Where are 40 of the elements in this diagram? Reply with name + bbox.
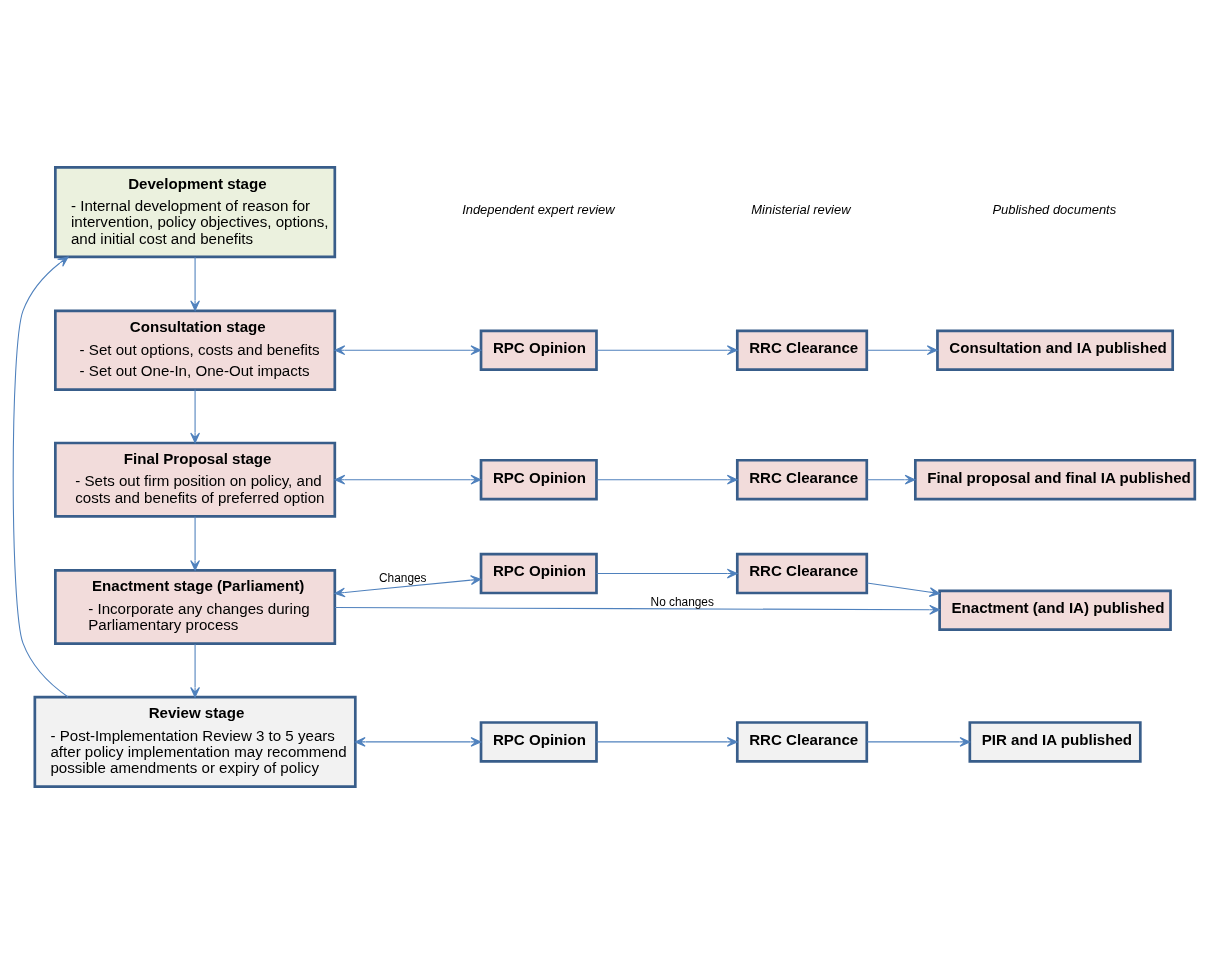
label: Independent expert review [462, 201, 615, 217]
node-box: Consultation and IA published [936, 328, 1175, 371]
node-box: Consultation stage - Set out options, costs and benefits - Set out One-In, One-Out impacts [54, 308, 337, 391]
node-box: RPC Opinion [479, 552, 598, 594]
arrow [334, 604, 940, 615]
node-box: Enactment stage (Parliament) - Incorporate any changes during Parliamentary process [54, 568, 337, 645]
arrow [190, 256, 200, 311]
arrow [595, 736, 738, 747]
node-box: PIR and IA published [968, 720, 1142, 763]
arrow [354, 736, 482, 747]
arrow [334, 474, 482, 485]
arrow [595, 474, 738, 485]
arrow [190, 515, 200, 571]
edge-label: No changes [650, 594, 714, 609]
arrow [595, 344, 738, 355]
node-box: Final Proposal stage - Sets out firm position on policy, and costs and benefits of preferred option [54, 441, 337, 518]
node-box: RPC Opinion [479, 720, 598, 763]
arrow [334, 574, 482, 597]
arrow [334, 344, 482, 355]
node-box: RPC Opinion [479, 458, 598, 500]
node-box: RRC Clearance [735, 328, 869, 371]
node-box: Enactment (and IA) published [938, 589, 1172, 631]
arrow [12, 255, 69, 698]
node-box: Development stage - Internal development of reason for intervention, policy objectives, options, and initial cost and benefits [54, 165, 337, 258]
node-box: RRC Clearance [735, 458, 869, 500]
arrow [866, 736, 971, 747]
arrow [595, 568, 738, 578]
arrow [190, 642, 200, 698]
node-box: RRC Clearance [735, 552, 869, 594]
edge-label: Changes [379, 570, 427, 585]
node-box: RPC Opinion [479, 328, 598, 371]
node-box: RRC Clearance [735, 720, 869, 763]
label: Published documents [992, 201, 1117, 217]
arrow [866, 344, 938, 355]
arrow [866, 474, 916, 485]
node-box: Final proposal and final IA published [914, 458, 1197, 500]
node-box: Review stage - Post-Implementation Review 3 to 5 years after policy implementation may recommend possible amendments or expiry of policy [33, 695, 357, 788]
arrow [866, 581, 940, 597]
arrow [190, 388, 200, 443]
label: Ministerial review [751, 201, 851, 217]
